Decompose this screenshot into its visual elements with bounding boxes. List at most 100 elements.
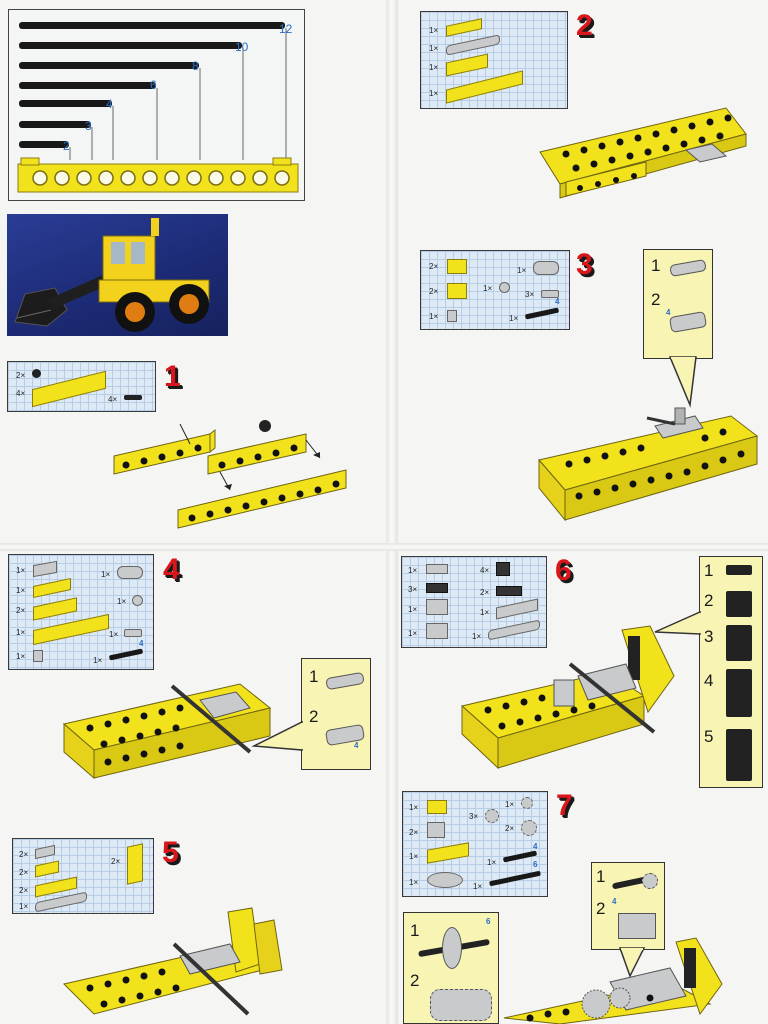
- axle-8: [19, 62, 199, 69]
- axle-length-label: 8: [192, 59, 199, 73]
- part-qty: 4×: [16, 389, 25, 398]
- callout-number: 2: [651, 290, 660, 310]
- turntable-part: [442, 927, 462, 969]
- step-number: 5: [162, 836, 178, 870]
- step-number: 4: [163, 553, 179, 587]
- part-qty: 1×: [16, 628, 25, 637]
- callout-number: 4: [704, 671, 713, 691]
- part-qty: 1×: [429, 312, 438, 321]
- callout-number: 1: [309, 667, 318, 687]
- grey-brick-part: [426, 599, 448, 615]
- step-2-assembly: [536, 104, 756, 214]
- turntable-part: [427, 872, 463, 888]
- part-qty: 2×: [16, 371, 25, 380]
- part-qty: 1×: [409, 878, 418, 887]
- loader-illustration: [7, 214, 228, 336]
- part-qty: 2×: [505, 824, 514, 833]
- part-qty: 1×: [483, 284, 492, 293]
- part-qty: 3×: [469, 812, 478, 821]
- step-5-assembly: [60, 904, 290, 1024]
- dark-plate-part: [726, 565, 752, 575]
- step-number: 6: [555, 554, 571, 588]
- ruler-technic-beam: [18, 158, 298, 194]
- plate-part: [35, 860, 59, 877]
- crank-part: [325, 672, 365, 690]
- dark-brick-part: [726, 591, 752, 617]
- callout-number: 2: [309, 707, 318, 727]
- connector-part: [33, 650, 43, 662]
- part-qty: 4×: [108, 395, 117, 404]
- step-4-parts-panel: 1× 1× 2× 1× 1× 1× 1× 1× 1× 4: [8, 554, 154, 670]
- part-qty: 3×: [408, 585, 417, 594]
- part-qty: 1×: [101, 570, 110, 579]
- step-number: 1: [164, 360, 180, 394]
- part-qty: 1×: [505, 800, 514, 809]
- part-qty: 1×: [509, 314, 518, 323]
- part-qty: 2×: [19, 850, 28, 859]
- part-qty: 1×: [429, 63, 438, 72]
- gear-part: [485, 809, 499, 823]
- step-2-parts-panel: 1× 1× 1× 1×: [420, 11, 568, 109]
- part-qty: 1×: [408, 629, 417, 638]
- axle-length-label: 4: [533, 842, 537, 851]
- axle-length-label: 2: [63, 139, 70, 153]
- part-qty: 2×: [19, 886, 28, 895]
- gear-part: [642, 873, 658, 889]
- page-gutter-horizontal: [0, 543, 768, 551]
- gear-part: [521, 820, 537, 836]
- callout-number: 2: [410, 971, 419, 991]
- lever-part: [446, 34, 500, 55]
- bush-part: [32, 369, 41, 378]
- plate-part: [33, 597, 77, 620]
- part-qty: 1×: [409, 852, 418, 861]
- part-qty: 4×: [480, 566, 489, 575]
- plate-part: [427, 800, 447, 814]
- part-qty: 1×: [517, 266, 526, 275]
- part-qty: 1×: [487, 858, 496, 867]
- part-qty: 2×: [16, 606, 25, 615]
- step-3-callout: 1 2 4: [643, 249, 713, 359]
- crank-with-axle-part: [325, 724, 365, 746]
- part-qty: 1×: [409, 803, 418, 812]
- step-7-callout-b: 1 6 2: [403, 912, 499, 1024]
- callout-number: 1: [704, 561, 713, 581]
- connector-part: [35, 845, 55, 859]
- crank-part: [669, 259, 707, 277]
- grey-brick-part: [427, 822, 445, 838]
- part-qty: 1×: [16, 566, 25, 575]
- step-6-callout: 1 2 3 4 5: [699, 556, 763, 788]
- part-qty: 1×: [16, 586, 25, 595]
- step-5-parts-panel: 2× 2× 2× 1× 2×: [12, 838, 154, 914]
- step-3-parts-panel: 2× 2× 1× 1× 1× 3× 1× 4: [420, 250, 570, 330]
- axle-length-label: 10: [235, 40, 248, 54]
- dark-brick-stack-part: [726, 625, 752, 661]
- dark-plate-part: [496, 586, 522, 596]
- part-qty: 1×: [19, 902, 28, 911]
- nut-part: [499, 282, 510, 293]
- axle-length-label: 6: [533, 860, 537, 869]
- axle-length-label: 4: [106, 97, 113, 111]
- pin-part: [124, 629, 142, 637]
- callout-number: 5: [704, 727, 713, 747]
- axle-length-label: 4: [612, 897, 616, 906]
- dark-plate-part: [426, 583, 448, 593]
- callout-number: 1: [651, 256, 660, 276]
- plate-part: [446, 70, 523, 103]
- part-qty: 3×: [525, 290, 534, 299]
- grey-hole-brick-part: [426, 623, 448, 639]
- step-7-parts-panel: 1× 2× 1× 1× 3× 1× 2× 1× 4 1× 6: [402, 791, 548, 897]
- dark-brick-part: [496, 562, 510, 576]
- part-qty: 1×: [93, 656, 102, 665]
- axle-2: [19, 141, 69, 148]
- callout-pointer: [670, 357, 700, 407]
- crank-part: [117, 566, 143, 579]
- beam-part: [32, 371, 106, 407]
- axle-length-label: 4: [354, 741, 358, 750]
- step-4-callout: 1 2 4: [301, 658, 371, 770]
- part-qty: 2×: [19, 868, 28, 877]
- axle-12: [19, 22, 285, 29]
- page-gutter-vertical: [386, 0, 398, 1024]
- part-qty: 2×: [429, 287, 438, 296]
- part-qty: 2×: [429, 262, 438, 271]
- tile-part: [33, 561, 57, 577]
